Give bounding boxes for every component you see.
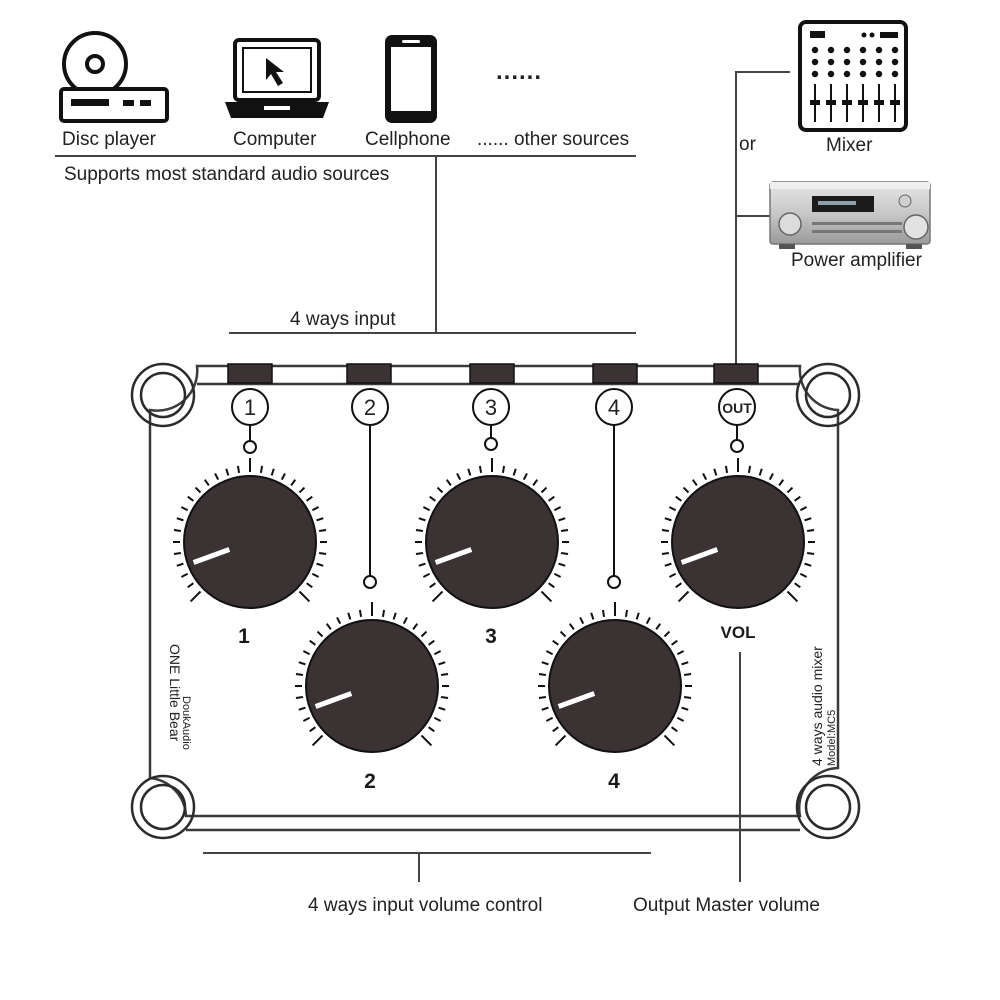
knob-scale-ticks xyxy=(415,458,569,603)
ellipsis-icon: ...... xyxy=(496,58,542,85)
disc-player-icon xyxy=(59,31,169,123)
brand-sub: DoukAudio xyxy=(180,696,192,750)
mixer-label: Mixer xyxy=(826,135,873,156)
laptop-icon xyxy=(225,38,329,118)
power-amplifier-label: Power amplifier xyxy=(791,250,923,271)
knob-scale-ticks xyxy=(661,458,815,603)
knob-4[interactable] xyxy=(538,602,692,753)
channel-badge-out: OUT xyxy=(718,388,756,426)
or-label: or xyxy=(739,134,757,155)
power-amplifier-icon xyxy=(769,181,931,249)
knob-1[interactable] xyxy=(173,458,327,609)
channel-badge-3: 3 xyxy=(472,388,510,426)
brand-block: ONE Little Bear DoukAudio xyxy=(167,644,192,750)
input-jack-2 xyxy=(346,363,392,384)
channel-number: 4 xyxy=(608,395,620,420)
model-number: Model:MC5 xyxy=(826,710,838,766)
channel-number: 1 xyxy=(244,395,256,420)
output-connector-line xyxy=(735,71,790,368)
mixer-icon xyxy=(798,20,908,132)
product-name: 4 ways audio mixer xyxy=(809,646,825,766)
channel-number: 3 xyxy=(485,395,497,420)
input-caption: 4 ways input xyxy=(290,309,396,330)
channel-badge-2: 2 xyxy=(351,388,389,426)
source-bracket xyxy=(55,155,636,334)
corner-mount-holes xyxy=(130,362,861,840)
master-volume-caption: Output Master volume xyxy=(633,895,820,916)
knob-label-1: 1 xyxy=(238,625,250,648)
cellphone-icon xyxy=(385,35,437,123)
input-jack-3 xyxy=(469,363,515,384)
knob-3[interactable] xyxy=(415,458,569,609)
output-jack xyxy=(713,363,759,384)
knob-body xyxy=(671,475,805,609)
volume-control-caption: 4 ways input volume control xyxy=(308,895,542,916)
knob-indicator xyxy=(557,691,596,709)
out-label: OUT xyxy=(722,400,752,416)
knob-scale-ticks xyxy=(173,458,327,603)
sources-caption: Supports most standard audio sources xyxy=(64,164,389,185)
knob-body xyxy=(305,619,439,753)
channel-badge-1: 1 xyxy=(231,388,269,426)
knob-scale-ticks xyxy=(538,602,692,747)
source-label-disc-player: Disc player xyxy=(62,129,157,150)
knob-indicator xyxy=(314,691,353,709)
source-label-cellphone: Cellphone xyxy=(365,129,451,150)
brand-name: ONE Little Bear xyxy=(167,644,183,742)
source-label-other: ...... other sources xyxy=(477,129,629,150)
product-block: 4 ways audio mixer Model:MC5 xyxy=(809,646,838,766)
channel-number: 2 xyxy=(364,395,376,420)
source-label-computer: Computer xyxy=(233,129,317,150)
knob-label-2: 2 xyxy=(364,770,376,793)
knob-indicator xyxy=(434,547,473,565)
knob-vol[interactable] xyxy=(661,458,815,609)
knob-scale-ticks xyxy=(295,602,449,747)
knob-body xyxy=(548,619,682,753)
channel-badge-4: 4 xyxy=(595,388,633,426)
bottom-bracket xyxy=(203,652,741,882)
knob-label-vol: VOL xyxy=(721,623,756,642)
knob-connectors xyxy=(243,425,744,589)
knob-body xyxy=(183,475,317,609)
knob-indicator xyxy=(192,547,231,565)
knob-indicator xyxy=(680,547,719,565)
knob-body xyxy=(425,475,559,609)
input-jack-4 xyxy=(592,363,638,384)
knob-2[interactable] xyxy=(295,602,449,753)
knob-label-4: 4 xyxy=(608,770,620,793)
knob-label-3: 3 xyxy=(485,625,497,648)
input-jack-1 xyxy=(227,363,273,384)
ellipsis-glyph: ...... xyxy=(496,58,542,85)
